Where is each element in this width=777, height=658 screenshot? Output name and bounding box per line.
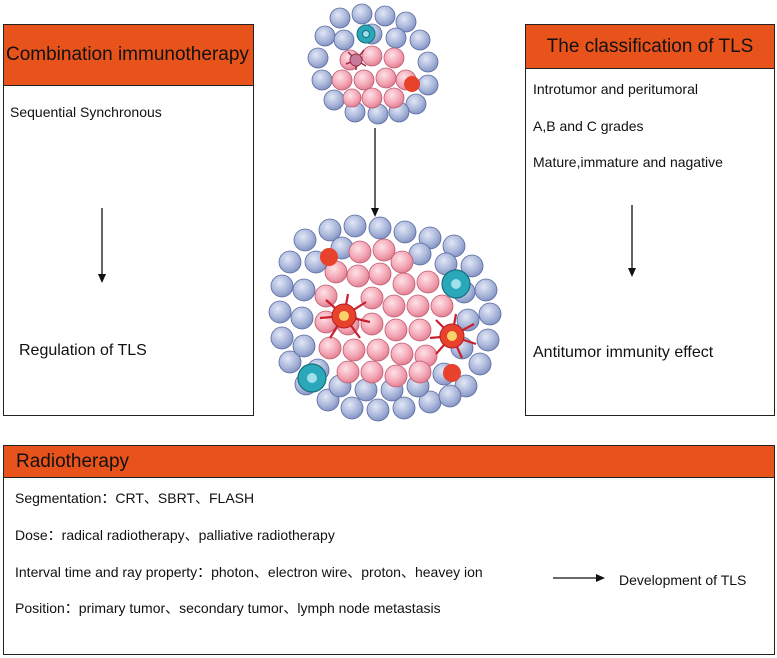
radiotherapy-title: Radiotherapy: [4, 446, 774, 478]
large-tumor-cluster: [268, 214, 502, 422]
radiotherapy-dose: Dose：radical radiotherapy、palliative rad…: [15, 527, 335, 543]
tls-classification-title: The classification of TLS: [526, 25, 774, 69]
classification-result: Antitumor immunity effect: [533, 344, 714, 361]
classification-item-location: Introtumor and peritumoral: [533, 81, 698, 97]
radiotherapy-box: Radiotherapy: [3, 445, 775, 655]
teal-immune-cell: [297, 269, 471, 393]
center-down-arrow: [371, 128, 379, 217]
radiotherapy-segmentation: Segmentation：CRT、SBRT、FLASH: [15, 490, 255, 506]
combination-result: Regulation of TLS: [19, 342, 147, 359]
tls-classification-box: The classification of TLS: [525, 24, 775, 416]
radiotherapy-result: Development of TLS: [619, 572, 747, 588]
combination-item: Sequential Synchronous: [10, 104, 162, 120]
radiotherapy-position: Position：primary tumor、secondary tumor、l…: [15, 600, 441, 616]
classification-item-maturity: Mature,immature and nagative: [533, 154, 723, 170]
combination-immunotherapy-title: Combination immunotherapy: [4, 25, 253, 86]
combination-immunotherapy-box: Combination immunotherapy: [3, 24, 254, 416]
radiotherapy-interval: Interval time and ray property：photon、el…: [15, 564, 483, 580]
small-tumor-cluster: [307, 3, 439, 125]
classification-item-grades: A,B and C grades: [533, 118, 644, 134]
